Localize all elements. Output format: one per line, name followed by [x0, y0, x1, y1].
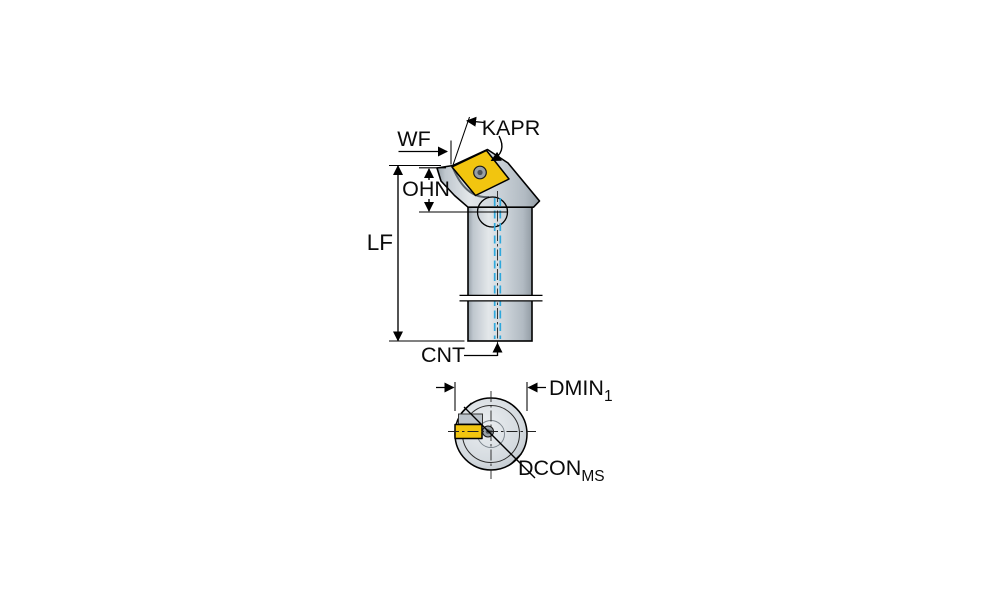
- label-wf: WF: [397, 127, 430, 151]
- insert-screw-center: [477, 169, 483, 176]
- label-dmin: DMIN1: [549, 376, 613, 405]
- kapr-leader-arrow: [465, 116, 485, 127]
- end-view-dimensions: DMIN1 DCONMS: [436, 376, 613, 485]
- kapr-extension-line: [452, 116, 470, 166]
- chip-pocket-edge: [452, 167, 490, 199]
- side-view-dimensions: WF KAPR OHN LF CNT: [367, 116, 541, 367]
- label-dcon: DCONMS: [518, 456, 605, 485]
- dcon-dimension-line: [463, 406, 536, 479]
- label-kapr: KAPR: [482, 116, 541, 140]
- label-lf: LF: [367, 230, 393, 255]
- label-ohn: OHN: [402, 177, 450, 201]
- label-cnt: CNT: [421, 343, 465, 367]
- dcon-tick-lower: [510, 453, 522, 465]
- dcon-tick-upper: [460, 402, 472, 414]
- kapr-angle-arc: [490, 135, 503, 162]
- shaft-break-gap: [459, 295, 543, 301]
- side-view: [436, 148, 543, 345]
